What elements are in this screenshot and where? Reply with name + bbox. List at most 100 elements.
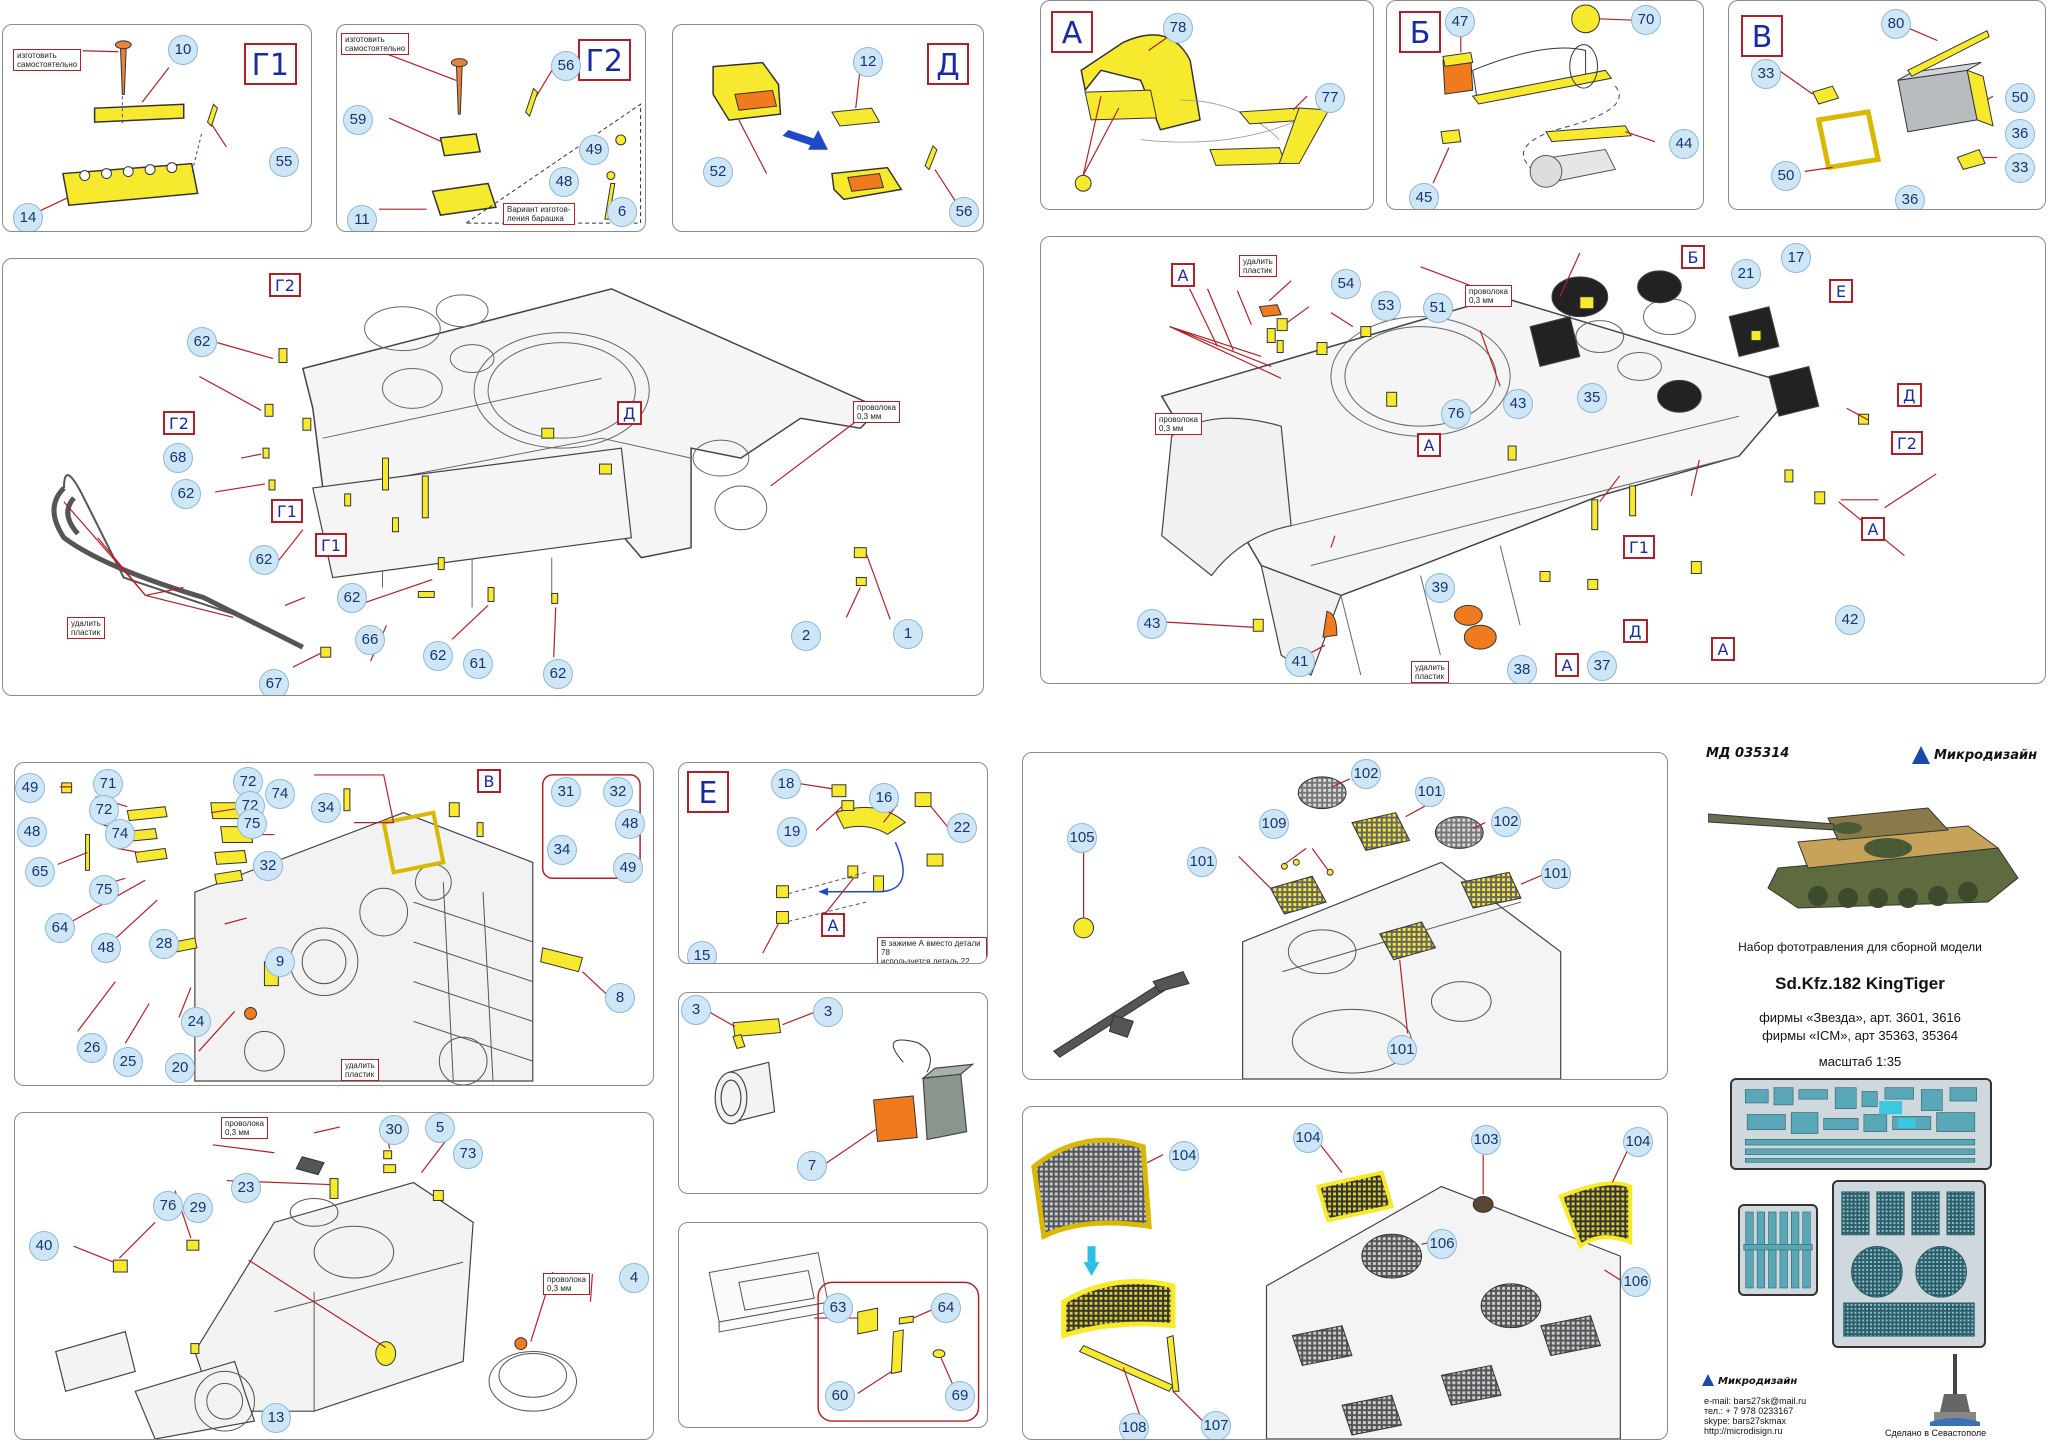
code-hr-a-mid: А: [1417, 433, 1441, 457]
label-43-top: 43: [1503, 389, 1533, 419]
note-remove-rear: удалить пластик: [341, 1059, 379, 1081]
label-73: 73: [453, 1139, 483, 1169]
label-49-inset: 49: [613, 853, 643, 883]
panel-mg: 102 101 102 109 101 105 101 101: [1022, 752, 1668, 1080]
note-wire-hr-2: проволока 0,3 мм: [1155, 413, 1202, 435]
fret-main-drawing: [1744, 1087, 1978, 1163]
label-62-a: 62: [187, 327, 217, 357]
label-34-main: 34: [311, 793, 341, 823]
contact-email[interactable]: e-mail: bars27sk@mail.ru: [1704, 1396, 1807, 1406]
light-drawing: [706, 1010, 975, 1164]
hull-left-drawing: [51, 288, 891, 668]
a-drawing: [1074, 34, 1330, 192]
label-70: 70: [1631, 5, 1661, 35]
engine-drawing: [1031, 1136, 1633, 1439]
code-d: Д: [927, 43, 969, 85]
label-69: 69: [945, 1381, 975, 1411]
d-drawing: [712, 61, 958, 204]
label-13: 13: [261, 1403, 291, 1433]
panel-v: В 80 33 50 50 36 36 33: [1728, 0, 2046, 210]
label-52: 52: [703, 157, 733, 187]
label-76: 76: [1441, 399, 1471, 429]
code-rear-v: В: [477, 769, 501, 793]
label-67: 67: [259, 669, 289, 695]
label-62-d: 62: [337, 583, 367, 613]
label-33-bottom: 33: [2005, 153, 2035, 183]
label-7: 7: [797, 1151, 827, 1181]
label-10: 10: [168, 35, 198, 65]
label-26: 26: [77, 1033, 107, 1063]
panel-e: Е А В зажиме А вместо детали 78 использу…: [678, 762, 988, 964]
label-71: 71: [93, 769, 123, 799]
label-48: 48: [549, 167, 579, 197]
code-e-a: А: [821, 913, 845, 937]
code-hl-g1-a: Г1: [271, 499, 303, 523]
label-45: 45: [1409, 183, 1439, 209]
label-33-top: 33: [1751, 59, 1781, 89]
panel-hull-left: Г2 Г2 Д Г1 Г1 проволока 0,3 мм удалить п…: [2, 258, 984, 696]
label-62-c: 62: [249, 545, 279, 575]
label-11: 11: [347, 205, 377, 231]
code-hl-g2: Г2: [163, 411, 195, 435]
label-109: 109: [1259, 809, 1289, 839]
turret-drawing: [54, 1126, 594, 1439]
fret-sheet-main: [1730, 1078, 1992, 1170]
label-24: 24: [181, 1007, 211, 1037]
mg-drawing: [1052, 776, 1562, 1079]
label-21: 21: [1731, 259, 1761, 289]
label-65: 65: [25, 857, 55, 887]
note-wire-turret-2: проволока 0,3 мм: [543, 1273, 590, 1295]
label-74-a: 74: [105, 819, 135, 849]
g2-drawing: [372, 48, 642, 224]
contact-phone: тел.: + 7 978 0233167: [1704, 1406, 1794, 1416]
compat-zvezda: фирмы «Звезда», арт. 3601, 3616: [1759, 1010, 1961, 1025]
label-20: 20: [165, 1053, 195, 1083]
label-48-rear-b: 48: [91, 933, 121, 963]
code-hr-g2: Г2: [1891, 431, 1923, 455]
label-107: 107: [1201, 1411, 1231, 1439]
footer-brand: Микродизайн: [1718, 1376, 1798, 1387]
panel-engine: 104 103 104 106 106 108 107 104: [1022, 1106, 1668, 1440]
label-16: 16: [869, 783, 899, 813]
code-g1: Г1: [243, 43, 297, 85]
code-hr-b: Б: [1681, 245, 1705, 269]
panel-b: Б 47 70 44 45: [1386, 0, 1704, 210]
kit-title: Sd.Kfz.182 KingTiger: [1775, 974, 1945, 993]
label-41: 41: [1285, 647, 1315, 677]
label-47: 47: [1445, 7, 1475, 37]
fret-grille-drawing: [1841, 1191, 1975, 1337]
label-22: 22: [947, 813, 977, 843]
code-hl-d: Д: [617, 401, 642, 425]
footer-logo-icon: [1702, 1374, 1714, 1386]
label-49: 49: [579, 135, 609, 165]
label-48-inset: 48: [615, 809, 645, 839]
label-37: 37: [1587, 651, 1617, 681]
note-remove-hr: удалить пластик: [1239, 255, 1277, 277]
label-48-rear-a: 48: [17, 817, 47, 847]
label-64-box: 64: [931, 1293, 961, 1323]
fret-small-drawing: [1743, 1211, 1813, 1289]
contact-site[interactable]: http://microdisign.ru: [1704, 1426, 1783, 1436]
label-101-b: 101: [1187, 847, 1217, 877]
label-101-a: 101: [1415, 777, 1445, 807]
label-3-a: 3: [681, 995, 711, 1025]
label-25: 25: [113, 1047, 143, 1077]
kit-subtitle: Набор фототравления для сборной модели: [1738, 940, 1982, 954]
label-66: 66: [355, 625, 385, 655]
label-43-bottom: 43: [1137, 609, 1167, 639]
label-50-right: 50: [2005, 83, 2035, 113]
code-hl-g1-b: Г1: [315, 533, 347, 557]
label-29: 29: [183, 1193, 213, 1223]
label-8: 8: [605, 983, 635, 1013]
label-53: 53: [1371, 291, 1401, 321]
label-62-e: 62: [423, 641, 453, 671]
brand-name: Микродизайн: [1934, 748, 2038, 763]
note-wire-hl: проволока 0,3 мм: [853, 401, 900, 423]
label-50-left: 50: [1771, 161, 1801, 191]
label-102-a: 102: [1351, 759, 1381, 789]
note-remove-hr-2: удалить пластик: [1411, 661, 1449, 683]
label-42: 42: [1835, 605, 1865, 635]
label-62-f: 62: [543, 659, 573, 689]
fret-sheet-grille: [1832, 1180, 1986, 1348]
label-104-left: 104: [1169, 1141, 1199, 1171]
